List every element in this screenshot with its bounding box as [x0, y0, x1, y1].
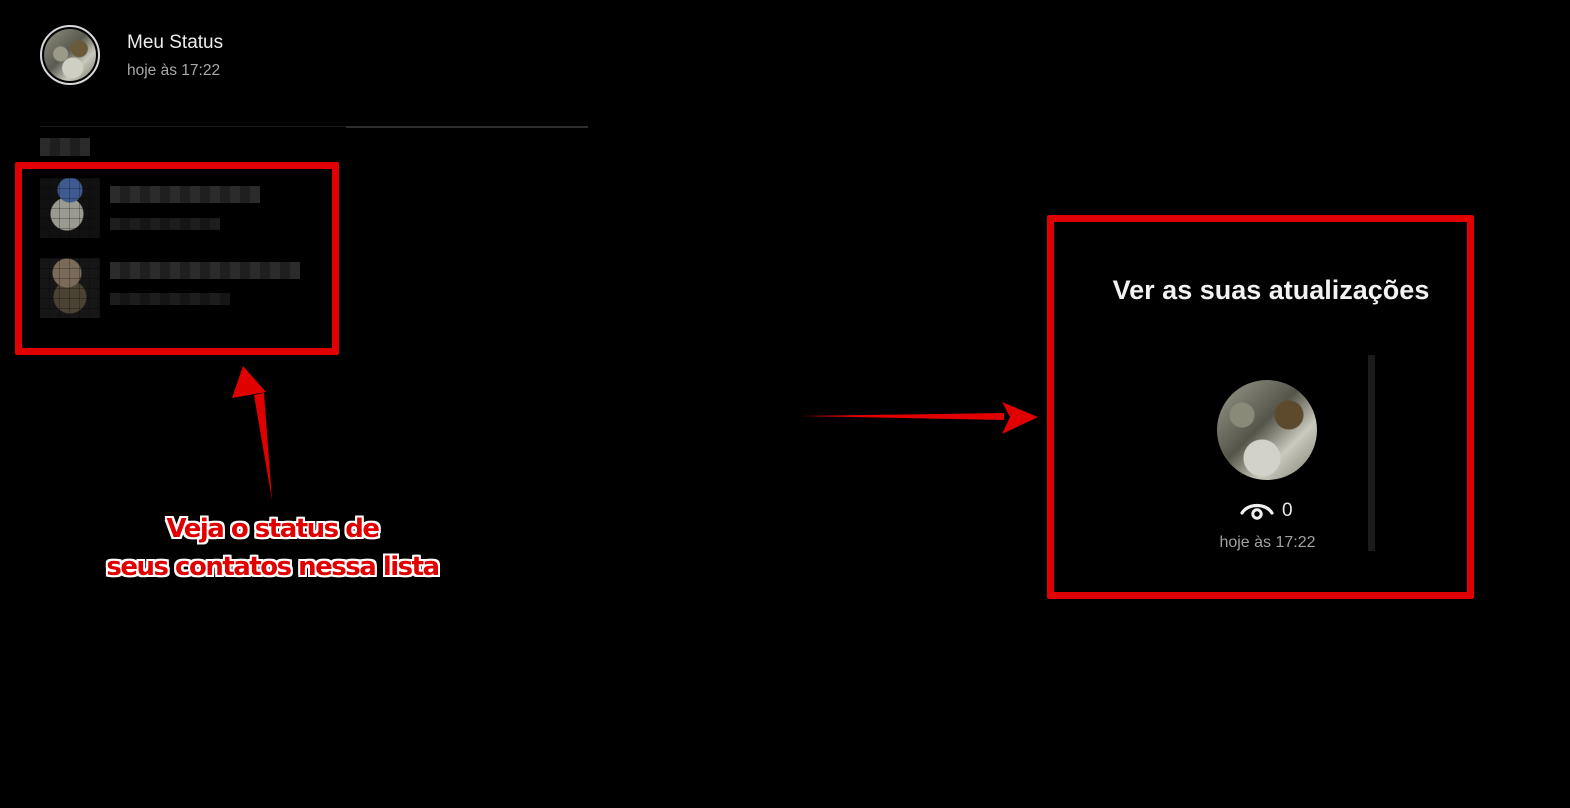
list-divider-left [40, 126, 346, 127]
views-indicator[interactable]: 0 [1240, 500, 1293, 522]
my-update-thumbnail[interactable] [1217, 380, 1317, 480]
contact-status-item[interactable] [40, 258, 300, 318]
panel-scrollbar[interactable] [1368, 355, 1375, 551]
views-count: 0 [1282, 500, 1293, 521]
my-status-row[interactable]: Meu Status hoje às 17:22 [40, 25, 223, 85]
my-status-time: hoje às 17:22 [127, 62, 221, 79]
my-status-avatar-ring [40, 25, 100, 85]
contact-time-blurred [110, 293, 230, 305]
section-label-blurred [40, 138, 90, 156]
contact-avatar-blurred [40, 258, 100, 318]
annotation-caption-line2: seus contatos nessa lista [106, 552, 440, 582]
contact-time-blurred [110, 218, 220, 230]
updates-panel-title: Ver as suas atualizações [1112, 275, 1430, 305]
contact-name-blurred [110, 186, 260, 203]
contact-avatar-blurred [40, 178, 100, 238]
annotation-box-updates [1047, 215, 1474, 599]
list-divider [346, 126, 588, 128]
annotation-box-contacts [15, 162, 339, 355]
annotation-caption-line1: Veja o status de [166, 514, 380, 544]
annotation-caption: Veja o status de seus contatos nessa lis… [90, 510, 455, 586]
arrow-right-icon [800, 402, 1038, 434]
arrow-up-icon [232, 366, 272, 500]
contact-name-blurred [110, 262, 300, 279]
my-status-avatar [44, 29, 96, 81]
my-status-title: Meu Status [127, 32, 224, 53]
contact-status-item[interactable] [40, 178, 260, 238]
update-time: hoje às 17:22 [1219, 534, 1316, 551]
eye-icon [1240, 503, 1274, 520]
